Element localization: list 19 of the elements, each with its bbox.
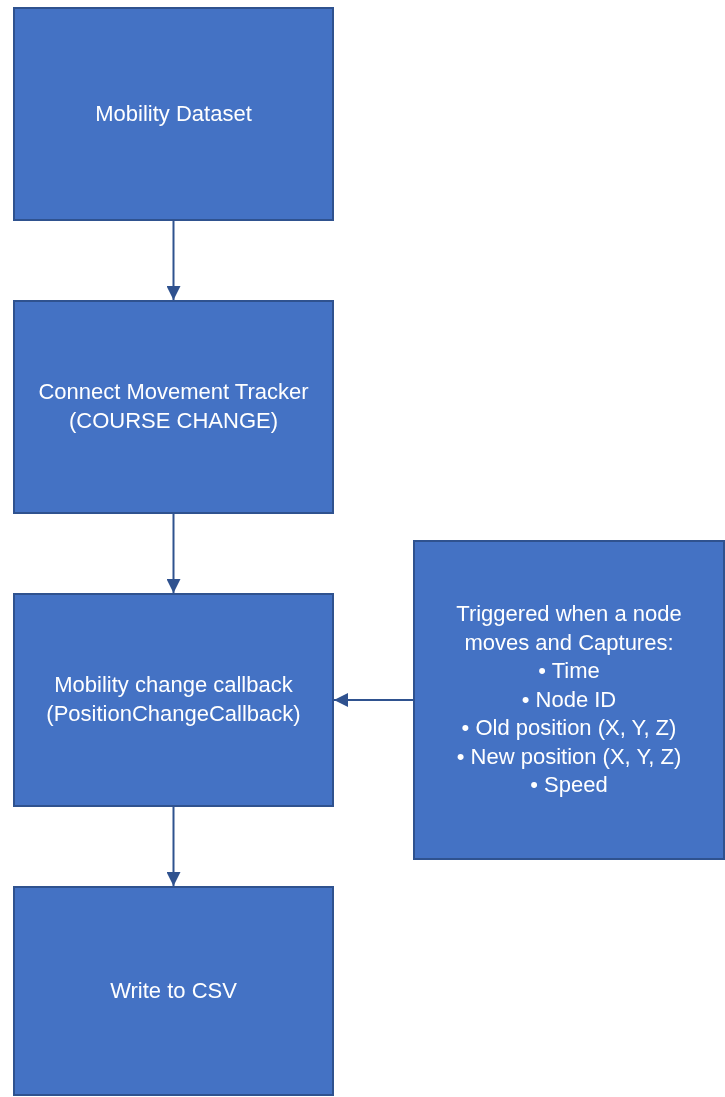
box-text: Triggered when a node moves and Captures: <box>455 599 683 657</box>
bullet-item: • Time <box>538 657 600 686</box>
bullet-item: • Old position (X, Y, Z) <box>461 714 677 743</box>
process-box <box>13 300 334 514</box>
arrow <box>333 693 414 707</box>
process-box <box>13 886 334 1096</box>
bullet-item: • Speed <box>530 771 608 800</box>
box-text: Mobility Dataset <box>95 99 252 128</box>
bullet-item: • New position (X, Y, Z) <box>456 742 682 771</box>
bullet-item: • Node ID <box>521 685 617 714</box>
process-box <box>13 593 334 807</box>
box-text: Connect Movement Tracker (COURSE CHANGE) <box>37 378 310 435</box>
arrow <box>166 220 181 301</box>
box-text: Write to CSV <box>110 976 237 1005</box>
arrow <box>166 513 181 594</box>
note-box <box>413 540 725 860</box>
process-box <box>13 7 334 221</box>
box-text: Mobility change callback (PositionChangeCallback) <box>45 671 302 728</box>
arrow <box>166 806 181 887</box>
